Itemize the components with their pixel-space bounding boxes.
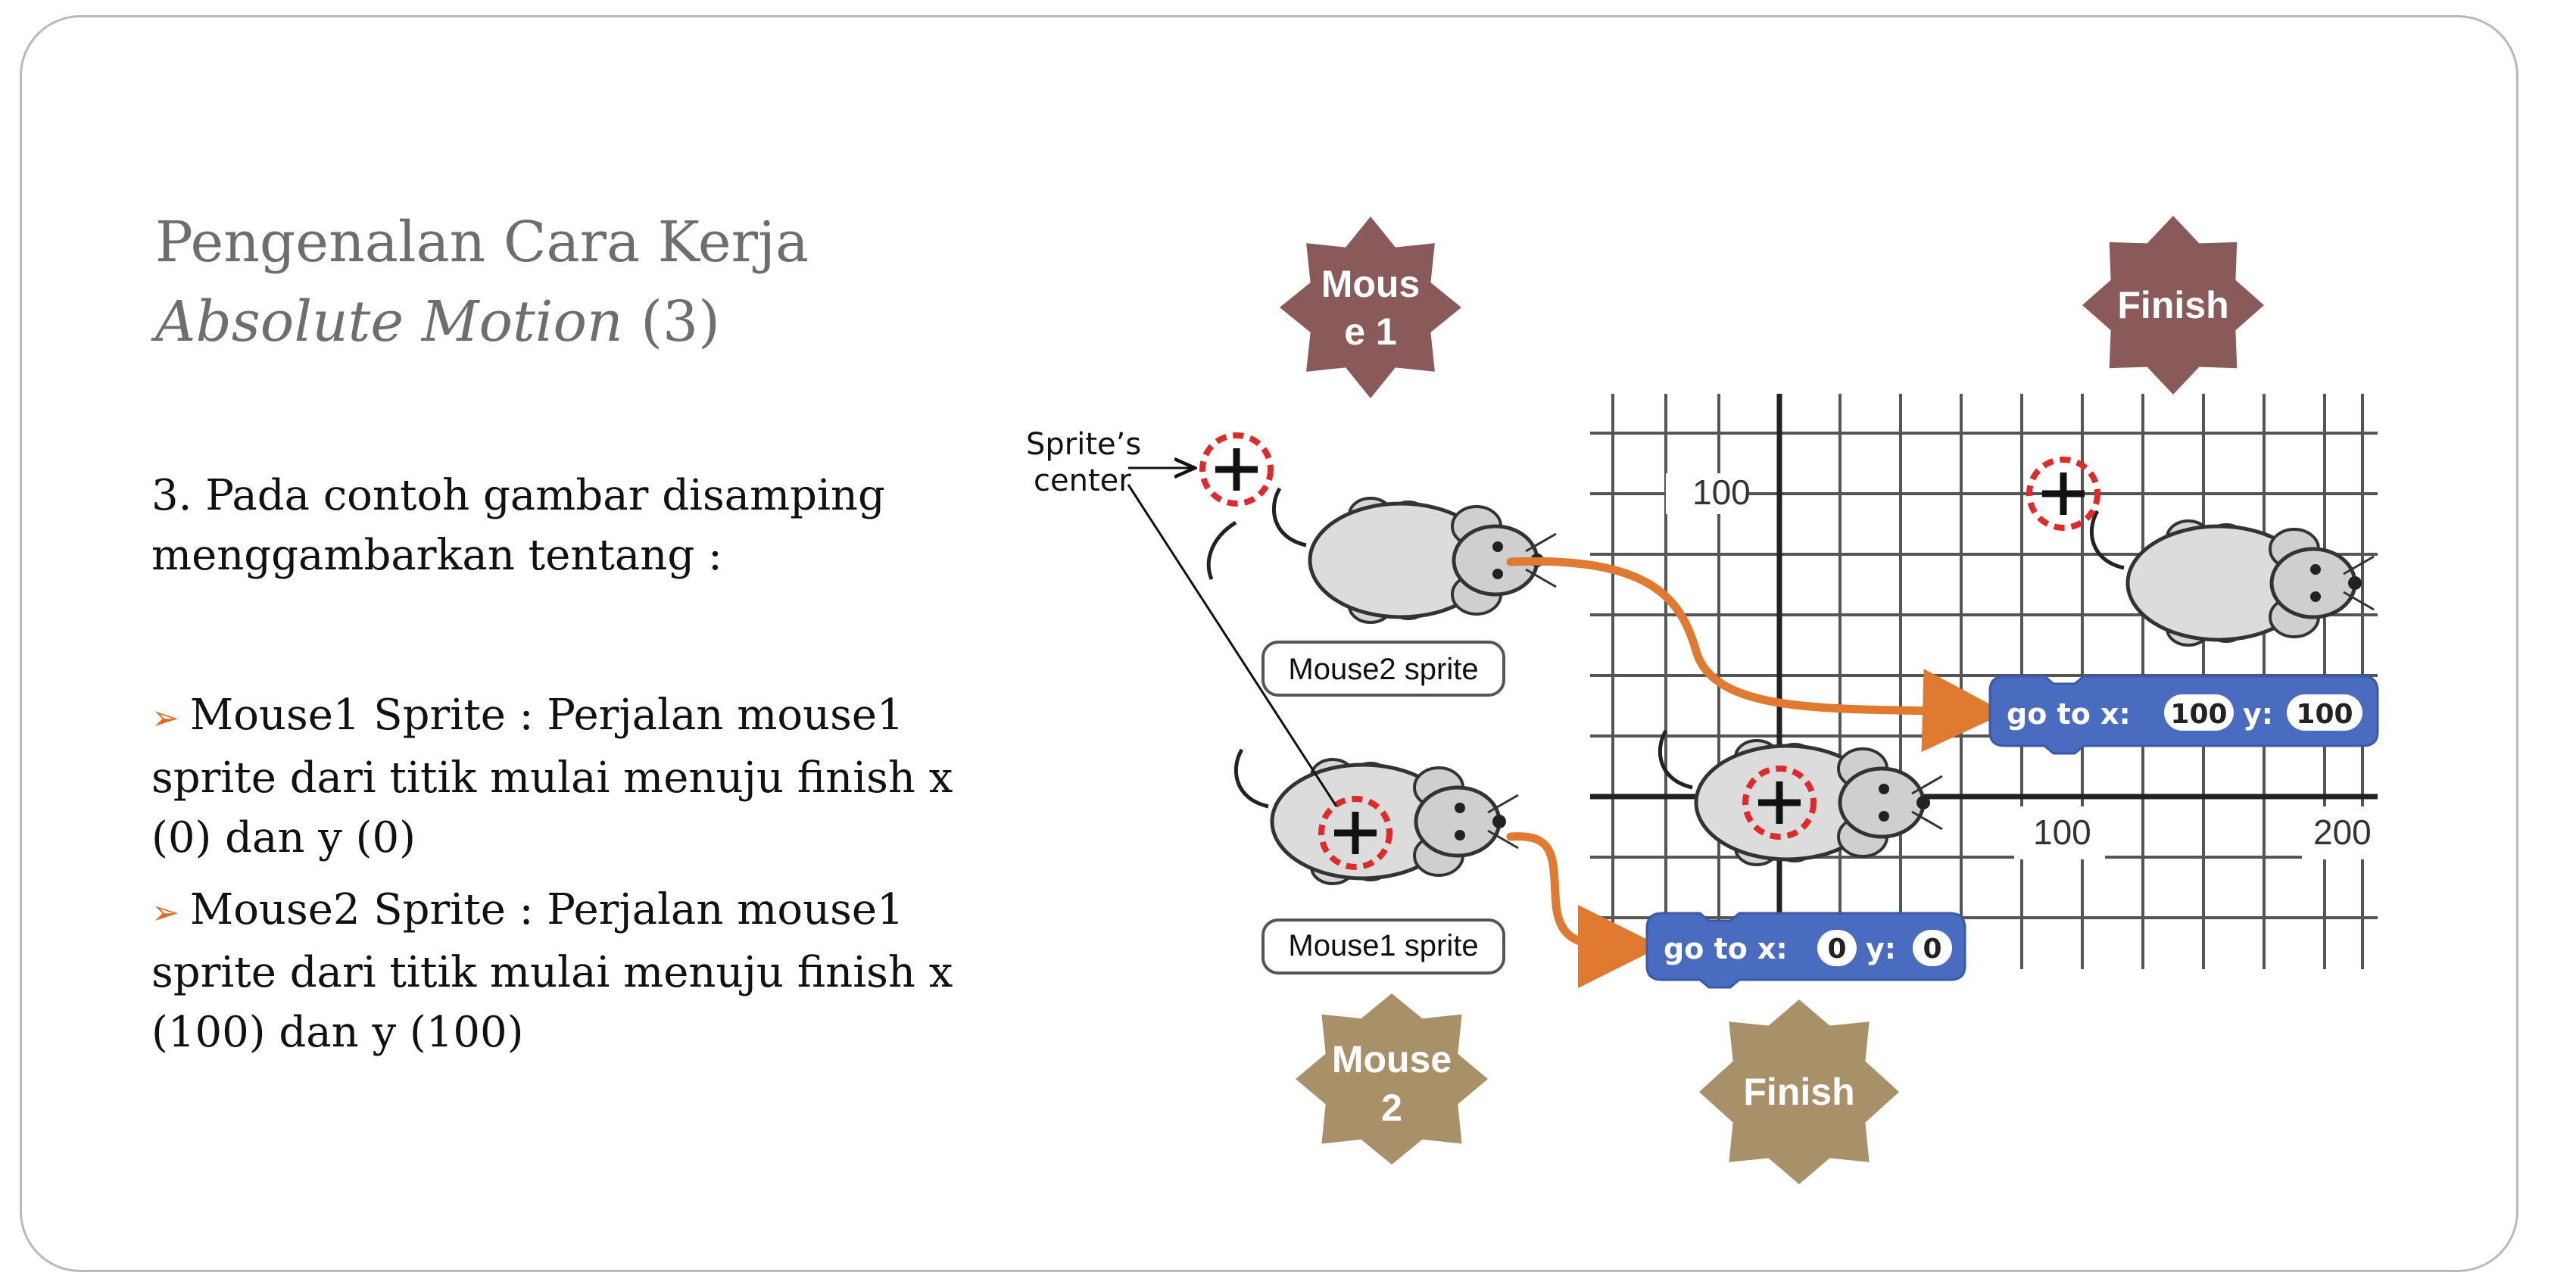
label-bg [2302,806,2385,859]
label-bg [2014,806,2105,859]
bullet-item-mouse1: ➢Mouse1 Sprite : Perjalan mouse1 sprite … [151,685,969,868]
mouse2-sprite [1274,488,1556,622]
x-axis-label-200: 200 [2313,812,2372,852]
bullet-item-mouse2: ➢Mouse2 Sprite : Perjalan mouse1 sprite … [151,880,969,1062]
sprite-center-label-line2: center [1034,463,1131,498]
mouse1-sprite-label: Mouse1 sprite [1261,918,1505,975]
goto-block-0-x-value: 0 [1827,934,1846,965]
goto-block-0-prefix: go to x: [1664,932,1788,965]
goto-block-100-prefix: go to x: [2007,697,2131,731]
slide-title-line2: Absolute Motion (3) [155,294,720,350]
badge-mouse2-line2: 2 [1381,1087,1402,1129]
mouse1-sprite-label-text: Mouse1 sprite [1288,929,1478,962]
badge-finish-bottom: Finish [1699,1000,1899,1184]
target-100-center [2026,457,2100,531]
bullet-text: Mouse1 Sprite : Perjalan mouse1 sprite d… [151,691,953,862]
title-suffix: (3) [622,289,720,354]
intro-paragraph: 3. Pada contoh gambar disamping menggamb… [151,471,885,580]
badge-finish-top-text: Finish [2117,284,2228,326]
bullet-text: Mouse2 Sprite : Perjalan mouse1 sprite d… [151,885,953,1057]
goto-block-100-y-label: y: [2243,697,2273,731]
goto-block-0-y-label: y: [1866,932,1896,965]
badge-mouse2: Mouse 2 [1296,993,1488,1165]
goto-block-100-y-value: 100 [2296,699,2353,730]
mouse1-sprite [1236,750,1518,884]
mouse2-tail [1206,520,1237,580]
x-axis-label-100: 100 [2033,812,2091,852]
badge-finish-bottom-text: Finish [1743,1071,1854,1113]
mouse2-sprite-label-text: Mouse2 sprite [1288,653,1478,686]
mouse2-sprite-label: Mouse2 sprite [1261,641,1505,697]
title-italic-part: Absolute Motion [155,289,623,354]
path-arrow-mouse2 [1506,557,2006,753]
pointer-line [1127,484,1338,807]
origin-center-target [1742,766,1817,840]
y-axis-label-100: 100 [1692,472,1751,512]
bullet-arrow-icon: ➢ [151,893,179,932]
mouse2-at-target [2091,511,2374,645]
label-bg [1666,473,1749,514]
badge-mouse2-line1: Mouse [1332,1038,1452,1081]
goto-block-100-100: go to x: 100 y: 100 [1988,675,2379,755]
sprite-center-label-line1: Sprite’s [1026,427,1141,462]
sprite-center-target [1199,432,1274,507]
badge-mouse1-line1: Mous [1321,263,1421,305]
path-arrow-mouse1 [1506,832,1661,988]
badge-mouse1: Mous e 1 [1280,217,1461,398]
slide-title-line1: Pengenalan Cara Kerja [155,210,809,275]
mouse1-center-target [1318,796,1392,870]
bullet-arrow-icon: ➢ [151,699,179,738]
badge-mouse1-line2: e 1 [1344,310,1397,353]
goto-block-0-0: go to x: 0 y: 0 [1645,912,1966,989]
goto-block-0-y-value: 0 [1923,934,1941,965]
goto-block-100-x-value: 100 [2170,699,2227,730]
badge-finish-top: Finish [2082,216,2264,395]
